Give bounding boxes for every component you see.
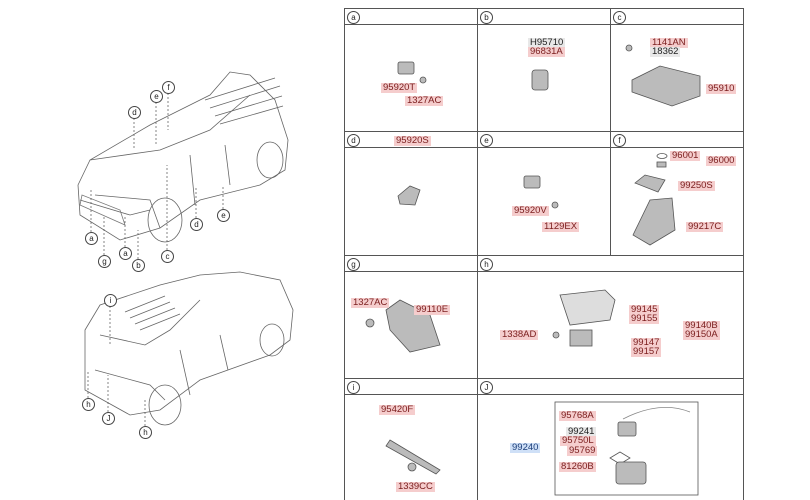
part-number: 99240 — [510, 442, 541, 453]
panel-letter: d — [347, 134, 360, 147]
callout-i: i — [104, 294, 117, 307]
panel-letter: J — [480, 381, 493, 394]
part-number: 1327AC — [405, 95, 444, 106]
callout-h: h — [139, 426, 152, 439]
part-number: 96000 — [706, 155, 737, 166]
panel-header-d: d — [344, 131, 478, 148]
part-number: 1129EX — [542, 221, 580, 232]
callout-j: J — [102, 412, 115, 425]
part-number: 95420F — [379, 404, 416, 415]
panel-j — [477, 394, 744, 500]
part-number: 95920V — [512, 205, 549, 216]
callout-b: b — [132, 259, 145, 272]
part-number: 96831A — [528, 46, 565, 57]
panel-header-e: e — [477, 131, 611, 148]
panel-letter: e — [480, 134, 493, 147]
panel-e — [477, 147, 611, 256]
callout-f: f — [162, 81, 175, 94]
callout-a: a — [85, 232, 98, 245]
panel-header-a: a — [344, 8, 478, 25]
callout-h: h — [82, 398, 95, 411]
panel-letter: g — [347, 258, 360, 271]
part-number: 99241 — [566, 426, 597, 437]
panel-header-i: i — [344, 378, 478, 395]
callout-e: e — [217, 209, 230, 222]
panel-header-j: J — [477, 378, 744, 395]
callout-a: a — [119, 247, 132, 260]
part-number: 95768A — [559, 410, 596, 421]
panel-header-c: c — [610, 8, 744, 25]
panel-letter: i — [347, 381, 360, 394]
part-number: 95769 — [567, 445, 598, 456]
part-number: 99110E — [414, 304, 451, 315]
panel-letter: c — [613, 11, 626, 24]
part-number: 96001 — [670, 150, 701, 161]
panel-header-h: h — [477, 255, 744, 272]
callout-d: d — [128, 106, 141, 119]
panel-header-g: g — [344, 255, 478, 272]
panel-letter: a — [347, 11, 360, 24]
panel-a — [344, 24, 478, 132]
callout-d: d — [190, 218, 203, 231]
panel-letter: f — [613, 134, 626, 147]
panel-header-f: f — [610, 131, 744, 148]
panel-g — [344, 271, 478, 379]
part-number: 99250S — [678, 180, 715, 191]
part-number: 95920S — [394, 135, 431, 146]
callout-c: c — [161, 250, 174, 263]
part-number: 1339CC — [396, 481, 435, 492]
part-number: 99150A — [683, 329, 720, 340]
part-number: 99217C — [686, 221, 724, 232]
part-number: 18362 — [650, 46, 681, 57]
part-number: 95750L — [560, 435, 596, 446]
part-number: 1141AN — [650, 37, 688, 48]
part-number: 81260B — [559, 461, 596, 472]
callout-g: g — [98, 255, 111, 268]
part-number: H95710 — [528, 37, 566, 48]
rear-car-drawing — [84, 271, 294, 426]
part-number: 99140B — [683, 320, 720, 331]
panel-letter: h — [480, 258, 493, 271]
part-number: 95920T — [381, 82, 418, 93]
part-number: 99155 — [629, 313, 660, 324]
part-number: 99145 — [629, 304, 660, 315]
part-number: 99147 — [631, 337, 662, 348]
front-car-drawing — [77, 71, 289, 243]
part-number: 1338AD — [500, 329, 539, 340]
part-number: 1327AC — [351, 297, 390, 308]
panel-header-b: b — [477, 8, 611, 25]
panel-letter: b — [480, 11, 493, 24]
part-number: 95910 — [706, 83, 737, 94]
panel-d — [344, 147, 478, 256]
callout-e: e — [150, 90, 163, 103]
part-number: 99157 — [631, 346, 662, 357]
